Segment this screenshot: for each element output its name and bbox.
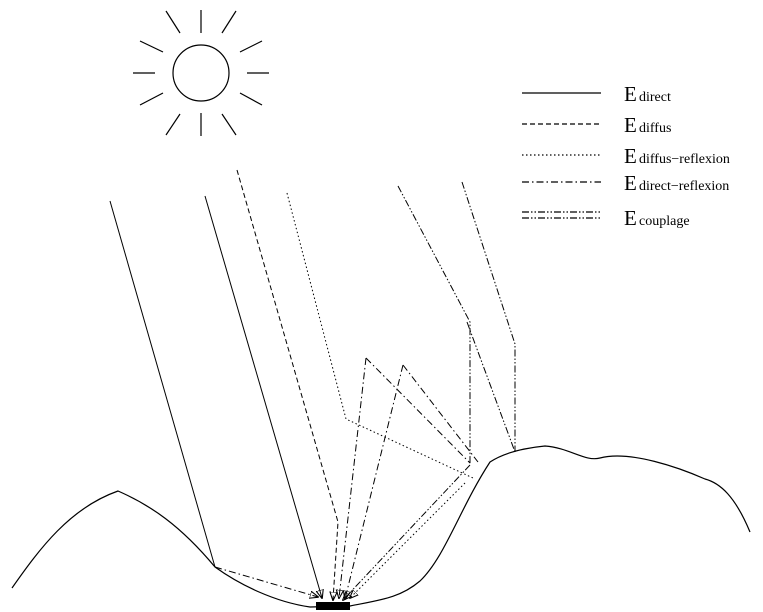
legend-letter: E [624,206,637,230]
legend-item-diffus-reflexion: E diffus−reflexion [522,144,730,168]
diffuse-reflection-rays [286,192,474,598]
sun-rays [133,10,269,136]
diffuse-ray [236,169,339,600]
sensor-block [316,602,350,610]
legend-item-direct: E direct [522,82,671,106]
legend-label-diffus-reflexion: diffus−reflexion [639,152,730,167]
direct-reflection-rays [214,357,479,599]
legend-letter: E [624,82,637,106]
legend-item-couplage: E couplage [522,206,690,230]
legend-item-diffus: E diffus [522,113,671,137]
legend-letter: E [624,171,637,195]
legend: E direct E diffus E diffus−reflexion E d… [522,82,730,230]
direct-rays [109,195,322,598]
legend-label-diffus: diffus [639,121,671,136]
legend-item-direct-reflexion: E direct−reflexion [522,171,729,195]
direct-ray-to-slope [109,200,216,568]
legend-label-direct-reflexion: direct−reflexion [639,179,729,194]
legend-letter: E [624,144,637,168]
legend-label-direct: direct [639,90,671,105]
slope-reflection [214,566,318,597]
legend-label-couplage: couplage [639,214,690,229]
direct-ray-to-sensor [204,195,322,598]
coupling-rays [343,181,516,600]
legend-letter: E [624,113,637,137]
sun-icon [133,10,269,136]
terrain-profile [11,445,751,608]
sun-disk [172,44,230,102]
